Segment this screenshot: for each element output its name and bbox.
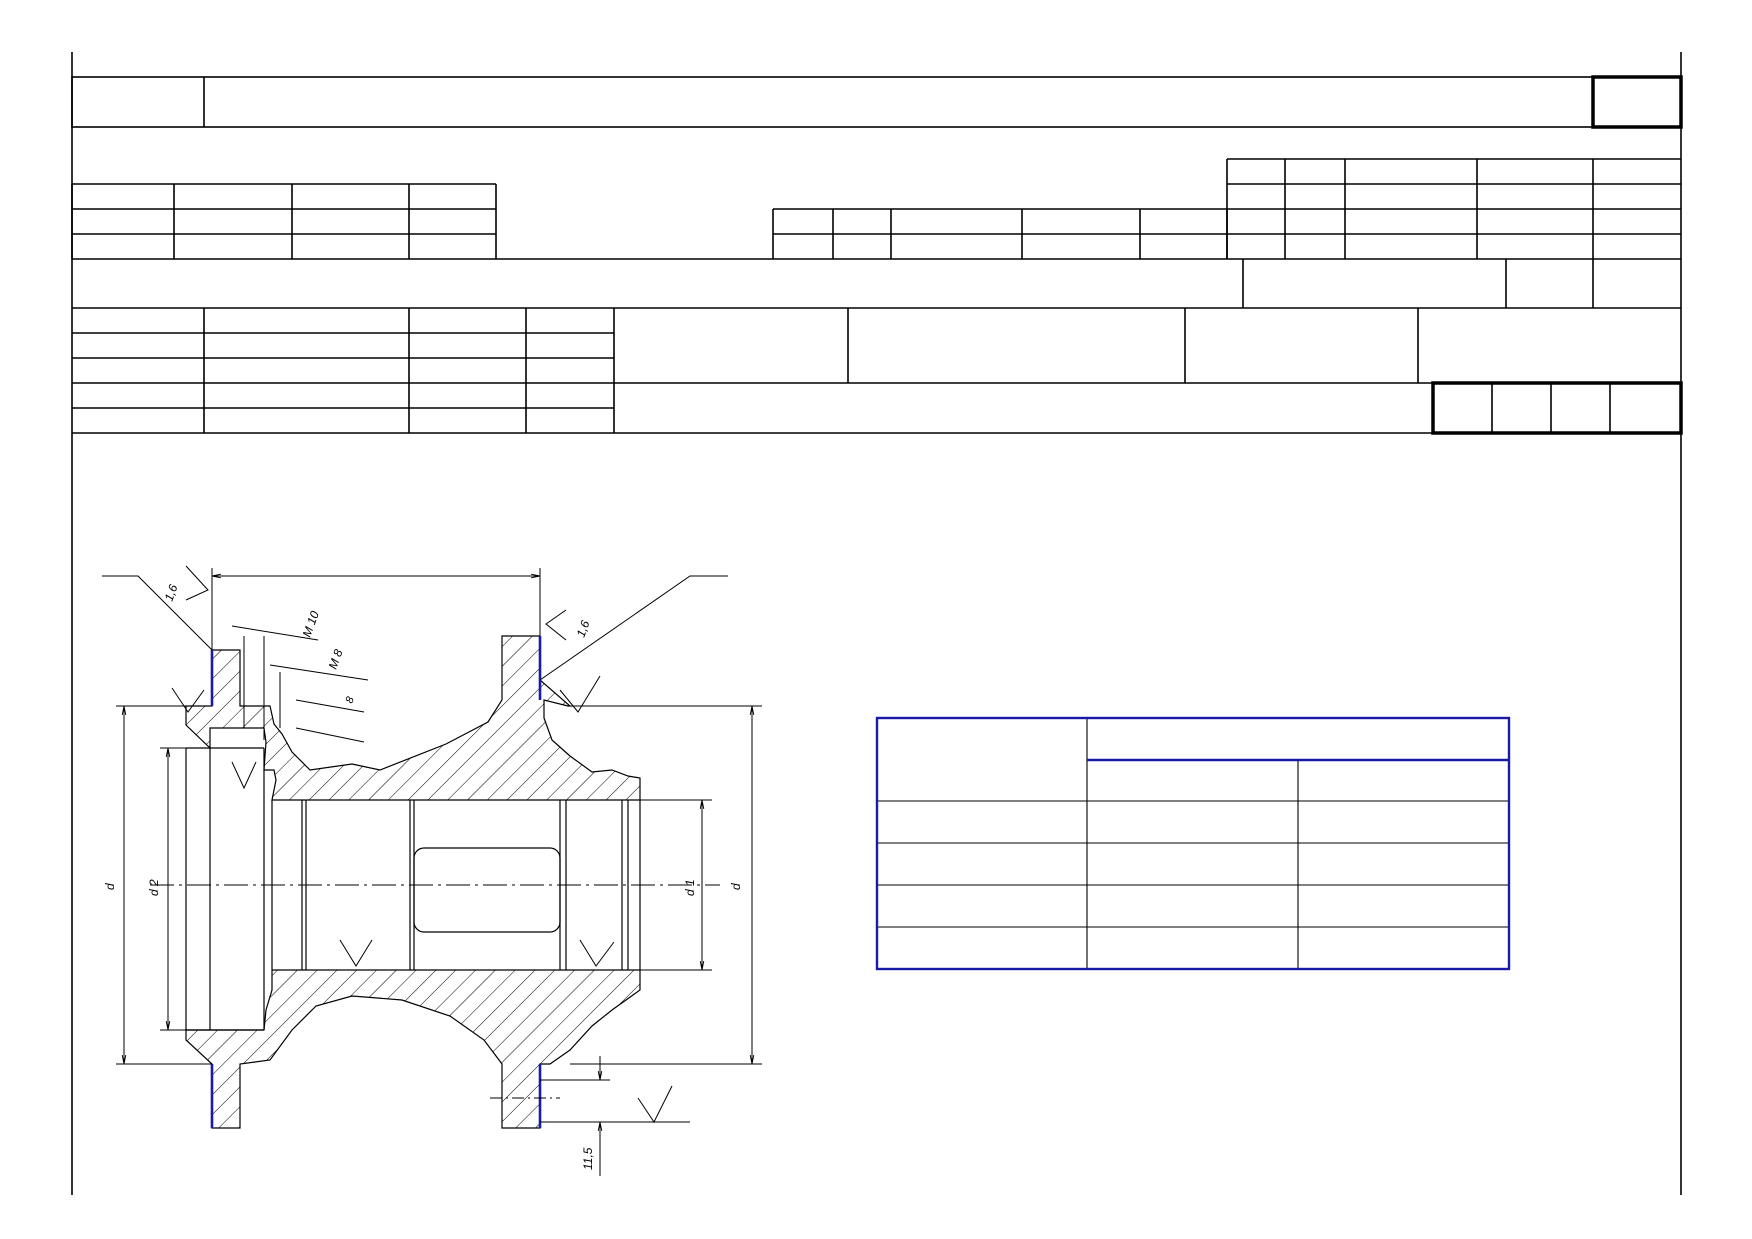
outer-diameter-right-label: d [729, 883, 743, 890]
outer-diameter-left-label: d [103, 883, 117, 890]
thread-m8-label: M 8 [326, 647, 346, 671]
title-block-grid [71, 52, 1683, 1195]
inner-diameter-label: d 1 [683, 879, 697, 896]
upper-section-hatch [185, 635, 641, 801]
bore-diameter-label: d 2 [147, 879, 161, 896]
thread-m10-label: M 10 [300, 609, 322, 639]
hole-depth-label: 8 [344, 694, 358, 705]
roughness-right-label: 1,6 [574, 618, 593, 639]
spec-table [875, 716, 1511, 971]
part-section-drawing: 1,6 1,6 M 10 M 8 8 d d 2 d 1 d 11,5 [102, 565, 762, 1176]
roughness-left-label: 1,6 [162, 582, 181, 603]
lower-section-hatch [185, 969, 641, 1129]
flange-offset-label: 11,5 [581, 1147, 595, 1170]
